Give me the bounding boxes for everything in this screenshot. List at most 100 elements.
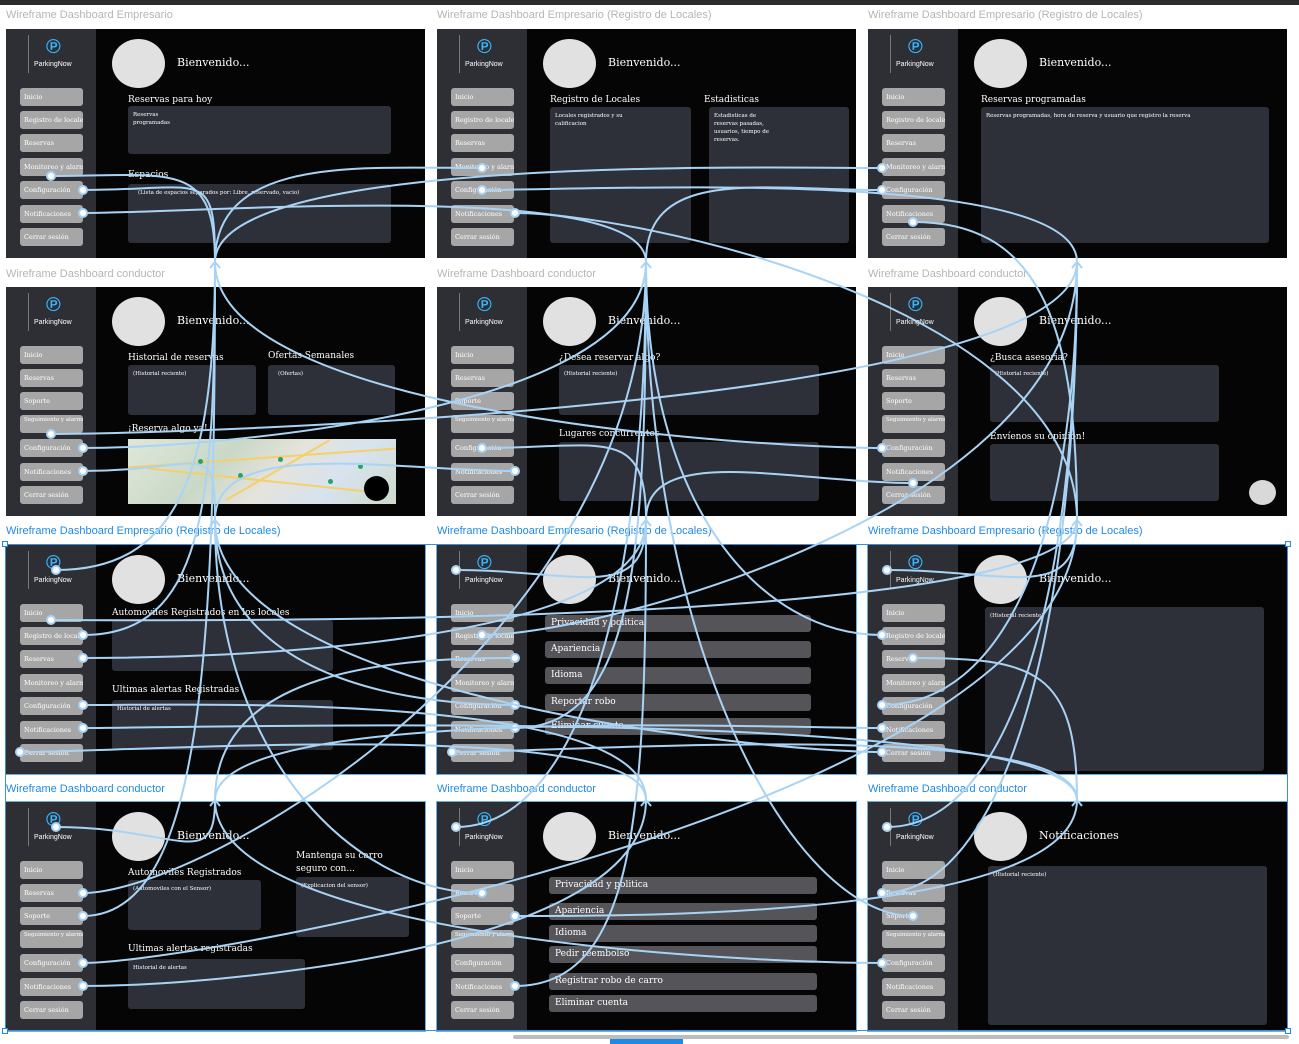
nav-notificaciones[interactable]: Notificaciones bbox=[882, 463, 945, 481]
nav-reservas[interactable]: Reservas bbox=[20, 134, 83, 152]
nav-monitoreo[interactable]: Monitoreo y alarmas bbox=[451, 674, 514, 692]
nav-seguimiento[interactable]: Seguimiento y alarmas de vehiculo bbox=[451, 415, 514, 433]
nav-reservas[interactable]: Reservas bbox=[20, 884, 83, 902]
frame-title[interactable]: Wireframe Dashboard conductor bbox=[868, 268, 1027, 280]
nav-configuracion[interactable]: Configuración bbox=[451, 954, 514, 972]
frame-configuracion-conductor[interactable]: ℗ParkingNow Inicio Reservas Soporte Segu… bbox=[436, 801, 857, 1032]
nav-reservas[interactable]: Reservas bbox=[451, 884, 514, 902]
setting-idioma[interactable]: Idioma bbox=[545, 667, 811, 684]
nav-inicio[interactable]: Inicio bbox=[882, 88, 945, 106]
nav-reservas[interactable]: Reservas bbox=[882, 369, 945, 387]
nav-configuracion[interactable]: Configuración bbox=[20, 954, 83, 972]
nav-inicio[interactable]: Inicio bbox=[451, 346, 514, 364]
nav-registro-locales[interactable]: Registro de locales bbox=[882, 627, 945, 645]
setting-reportar-robo[interactable]: Reportar robo bbox=[545, 694, 811, 711]
nav-notificaciones[interactable]: Notificaciones bbox=[20, 978, 83, 996]
nav-registro-locales[interactable]: Registro de locales bbox=[882, 111, 945, 129]
frame-title[interactable]: Wireframe Dashboard conductor bbox=[437, 783, 596, 795]
nav-registro-locales[interactable]: Registro de locales bbox=[451, 111, 514, 129]
nav-configuracion[interactable]: Configuración bbox=[20, 697, 83, 715]
nav-soporte[interactable]: Soporte bbox=[20, 392, 83, 410]
setting-privacidad[interactable]: Privacidad y politica bbox=[549, 877, 817, 894]
nav-cerrar-sesion[interactable]: Cerrar sesión bbox=[451, 1001, 514, 1019]
selection-handle[interactable] bbox=[1285, 541, 1291, 547]
nav-soporte[interactable]: Soporte bbox=[451, 907, 514, 925]
nav-inicio[interactable]: Inicio bbox=[20, 861, 83, 879]
nav-cerrar-sesion[interactable]: Cerrar sesión bbox=[20, 744, 83, 762]
frame-monitoreo[interactable]: ℗ParkingNow Inicio Registro de locales R… bbox=[5, 544, 426, 775]
setting-apariencia[interactable]: Apariencia bbox=[545, 641, 811, 658]
nav-configuracion[interactable]: Configuración bbox=[451, 697, 514, 715]
frame-title[interactable]: Wireframe Dashboard conductor bbox=[6, 268, 165, 280]
nav-configuracion[interactable]: Configuración bbox=[451, 439, 514, 457]
nav-configuracion[interactable]: Configuración bbox=[882, 697, 945, 715]
nav-reservas[interactable]: Reservas bbox=[882, 884, 945, 902]
nav-inicio[interactable]: Inicio bbox=[882, 604, 945, 622]
nav-notificaciones[interactable]: Notificaciones bbox=[451, 205, 514, 223]
nav-monitoreo[interactable]: Monitoreo y alarmas bbox=[882, 674, 945, 692]
frame-notificaciones-empresario[interactable]: ℗ParkingNow Inicio Registro de locales R… bbox=[867, 544, 1288, 775]
nav-reservas[interactable]: Reservas bbox=[882, 650, 945, 668]
nav-inicio[interactable]: Inicio bbox=[451, 861, 514, 879]
nav-registro-locales[interactable]: Registro de locales bbox=[20, 111, 83, 129]
frame-configuracion-empresario[interactable]: ℗ParkingNow Inicio Registro de locales R… bbox=[436, 544, 857, 775]
frame-registro-locales[interactable]: ℗ParkingNow Inicio Registro de locales R… bbox=[437, 29, 856, 258]
floating-action-button[interactable] bbox=[364, 476, 389, 501]
nav-cerrar-sesion[interactable]: Cerrar sesión bbox=[451, 744, 514, 762]
frame-title[interactable]: Wireframe Dashboard conductor bbox=[868, 783, 1027, 795]
nav-reservas[interactable]: Reservas bbox=[20, 650, 83, 668]
frame-title[interactable]: Wireframe Dashboard conductor bbox=[437, 268, 596, 280]
nav-inicio[interactable]: Inicio bbox=[451, 88, 514, 106]
nav-cerrar-sesion[interactable]: Cerrar sesión bbox=[882, 228, 945, 246]
nav-inicio[interactable]: Inicio bbox=[882, 346, 945, 364]
frame-title[interactable]: Wireframe Dashboard Empresario (Registro… bbox=[868, 525, 1143, 537]
nav-configuracion[interactable]: Configuración bbox=[882, 181, 945, 199]
nav-seguimiento[interactable]: Seguimiento y alarmas de vehiculo bbox=[20, 930, 83, 948]
nav-monitoreo[interactable]: Monitoreo y alarmas bbox=[20, 674, 83, 692]
frame-title[interactable]: Wireframe Dashboard conductor bbox=[6, 783, 165, 795]
nav-notificaciones[interactable]: Notificaciones bbox=[451, 978, 514, 996]
selection-handle[interactable] bbox=[1285, 1028, 1291, 1034]
nav-notificaciones[interactable]: Notificaciones bbox=[20, 721, 83, 739]
frame-title[interactable]: Wireframe Dashboard Empresario (Registro… bbox=[437, 9, 712, 21]
frame-reservas-programadas[interactable]: ℗ParkingNow Inicio Registro de locales R… bbox=[868, 29, 1287, 258]
selection-handle[interactable] bbox=[2, 541, 8, 547]
nav-cerrar-sesion[interactable]: Cerrar sesión bbox=[882, 744, 945, 762]
nav-cerrar-sesion[interactable]: Cerrar sesión bbox=[882, 486, 945, 504]
nav-seguimiento[interactable]: Seguimiento y alarmas de vehiculo bbox=[882, 415, 945, 433]
frame-empresario-home[interactable]: ℗ParkingNow Inicio Registro de locales R… bbox=[6, 29, 425, 258]
frame-conductor-soporte[interactable]: ℗ParkingNow Inicio Reservas Soporte Segu… bbox=[868, 287, 1287, 516]
nav-registro-locales[interactable]: Registro de locales bbox=[20, 627, 83, 645]
nav-inicio[interactable]: Inicio bbox=[451, 604, 514, 622]
nav-monitoreo[interactable]: Monitoreo y alarmas bbox=[20, 158, 83, 176]
chat-button[interactable] bbox=[1249, 480, 1276, 505]
nav-reservas[interactable]: Reservas bbox=[451, 134, 514, 152]
nav-cerrar-sesion[interactable]: Cerrar sesión bbox=[20, 228, 83, 246]
nav-soporte[interactable]: Soporte bbox=[20, 907, 83, 925]
nav-notificaciones[interactable]: Notificaciones bbox=[882, 721, 945, 739]
nav-registro-locales[interactable]: Registro de locales bbox=[451, 627, 514, 645]
setting-apariencia[interactable]: Apariencia bbox=[549, 903, 817, 920]
map-thumbnail[interactable] bbox=[128, 439, 396, 504]
frame-title[interactable]: Wireframe Dashboard Empresario (Registro… bbox=[437, 525, 712, 537]
horizontal-scrollbar[interactable] bbox=[513, 1035, 1289, 1039]
frame-conductor-home[interactable]: ℗ParkingNow Inicio Reservas Soporte Segu… bbox=[6, 287, 425, 516]
frame-notificaciones-conductor[interactable]: ℗ParkingNow Inicio Reservas Soporte Segu… bbox=[867, 801, 1288, 1032]
setting-pedir-reembolso[interactable]: Pedir reembolso bbox=[549, 946, 817, 963]
setting-idioma[interactable]: Idioma bbox=[549, 925, 817, 942]
nav-soporte[interactable]: Soporte bbox=[882, 392, 945, 410]
nav-inicio[interactable]: Inicio bbox=[882, 861, 945, 879]
nav-notificaciones[interactable]: Notificaciones bbox=[20, 463, 83, 481]
nav-configuracion[interactable]: Configuración bbox=[882, 954, 945, 972]
setting-privacidad[interactable]: Privacidad y politica bbox=[545, 615, 811, 632]
nav-cerrar-sesion[interactable]: Cerrar sesión bbox=[451, 486, 514, 504]
frame-title[interactable]: Wireframe Dashboard Empresario (Registro… bbox=[868, 9, 1143, 21]
nav-cerrar-sesion[interactable]: Cerrar sesión bbox=[882, 1001, 945, 1019]
nav-notificaciones[interactable]: Notificaciones bbox=[451, 463, 514, 481]
selection-handle[interactable] bbox=[2, 1028, 8, 1034]
nav-monitoreo[interactable]: Monitoreo y alarmas bbox=[882, 158, 945, 176]
nav-cerrar-sesion[interactable]: Cerrar sesión bbox=[20, 1001, 83, 1019]
nav-reservas[interactable]: Reservas bbox=[882, 134, 945, 152]
nav-soporte[interactable]: Soporte bbox=[882, 907, 945, 925]
frame-title[interactable]: Wireframe Dashboard Empresario bbox=[6, 9, 173, 21]
